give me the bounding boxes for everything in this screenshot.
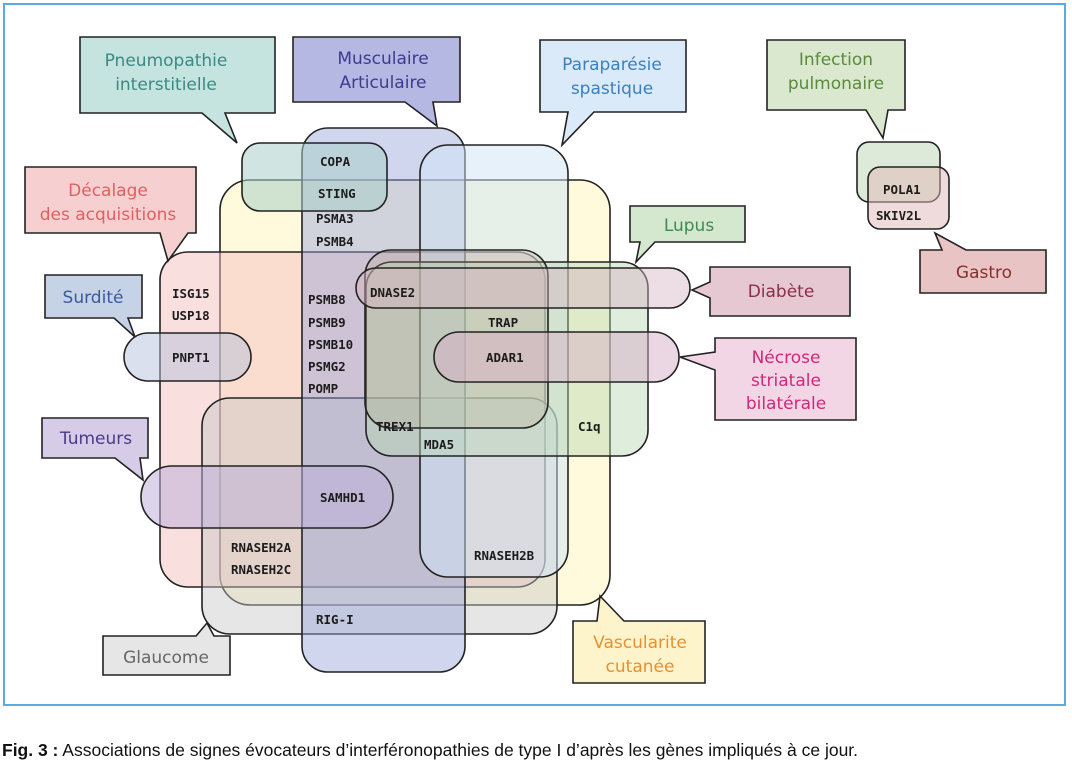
figure-frame — [3, 3, 1066, 706]
label-pneumopathie-2: interstitielle — [115, 75, 217, 95]
callout-vascularite: Vascularite cutanée — [572, 594, 706, 684]
callout-glaucome: Glaucome — [102, 621, 231, 676]
gene-sting: STING — [318, 186, 356, 201]
label-infection-1: Infection — [799, 50, 873, 70]
gene-psmg2: PSMG2 — [308, 359, 346, 374]
callout-surdite: Surdité — [44, 274, 143, 338]
label-diabete: Diabète — [748, 282, 815, 302]
figure-caption: Fig. 3 : Associations de signes évocateu… — [2, 740, 1070, 761]
label-necrose-3: bilatérale — [746, 394, 826, 414]
label-infection-2: pulmonaire — [788, 74, 884, 94]
label-musculaire-2: Articulaire — [339, 73, 426, 93]
callout-paraparesie: Paraparésie spastique — [539, 39, 687, 148]
gene-c1q: C1q — [578, 419, 601, 434]
region-gastro — [867, 166, 950, 230]
gene-psmb8: PSMB8 — [308, 292, 346, 307]
callout-necrose: Nécrose striatale bilatérale — [679, 337, 857, 421]
label-paraparesie-2: spastique — [571, 79, 653, 99]
label-gastro: Gastro — [956, 263, 1012, 283]
callout-diabete: Diabète — [690, 266, 851, 317]
gene-copa: COPA — [320, 154, 351, 169]
callout-decalage: Décalage des acquisitions — [24, 166, 197, 263]
region-surdite — [123, 332, 252, 382]
callout-pneumopathie: Pneumopathie interstitielle — [79, 36, 276, 144]
gene-pnpt1: PNPT1 — [172, 350, 210, 365]
region-tumeurs — [140, 465, 394, 529]
region-diabete — [355, 267, 691, 309]
label-necrose-2: striatale — [751, 371, 821, 391]
gene-psmb10: PSMB10 — [308, 337, 353, 352]
gene-mda5: MDA5 — [424, 437, 454, 452]
gene-trex1: TREX1 — [376, 419, 414, 434]
gene-psmb9: PSMB9 — [308, 315, 346, 330]
label-vascularite-2: cutanée — [606, 657, 675, 677]
label-decalage-1: Décalage — [68, 181, 148, 201]
gene-psmb4: PSMB4 — [316, 234, 354, 249]
label-surdite: Surdité — [63, 288, 124, 308]
gene-rigi: RIG-I — [316, 612, 354, 627]
gene-isg15: ISG15 — [172, 286, 210, 301]
region-necrose — [433, 331, 680, 383]
gene-trap: TRAP — [488, 315, 518, 330]
gene-pola1: POLA1 — [883, 182, 921, 197]
gene-rnaseh2c: RNASEH2C — [231, 562, 291, 577]
region-pneumopathie — [241, 142, 388, 212]
label-pneumopathie-1: Pneumopathie — [105, 51, 228, 71]
label-glaucome: Glaucome — [123, 648, 209, 668]
callout-infection: Infection pulmonaire — [766, 39, 906, 141]
gene-skiv2l: SKIV2L — [876, 208, 922, 223]
gene-rnaseh2b: RNASEH2B — [474, 548, 535, 563]
label-necrose-1: Nécrose — [752, 348, 821, 368]
gene-rnaseh2a: RNASEH2A — [231, 540, 292, 555]
label-tumeurs: Tumeurs — [59, 429, 132, 449]
gene-usp18: USP18 — [172, 308, 210, 323]
caption-text: Associations de signes évocateurs d’inte… — [58, 740, 859, 760]
caption-label: Fig. 3 : — [2, 740, 59, 760]
label-vascularite-1: Vascularite — [593, 633, 687, 653]
label-decalage-2: des acquisitions — [40, 205, 177, 225]
gene-pomp: POMP — [308, 381, 338, 396]
callout-tumeurs: Tumeurs — [41, 417, 149, 482]
gene-dnase2: DNASE2 — [370, 285, 415, 300]
label-paraparesie-1: Paraparésie — [562, 55, 662, 75]
label-musculaire-1: Musculaire — [337, 49, 428, 69]
gene-psma3: PSMA3 — [316, 211, 354, 226]
label-lupus: Lupus — [664, 216, 715, 236]
callout-lupus: Lupus — [629, 205, 746, 265]
gene-samhd1: SAMHD1 — [320, 490, 365, 505]
callout-musculaire: Musculaire Articulaire — [292, 36, 461, 128]
gene-adar1: ADAR1 — [486, 350, 524, 365]
callout-gastro: Gastro — [919, 231, 1047, 294]
